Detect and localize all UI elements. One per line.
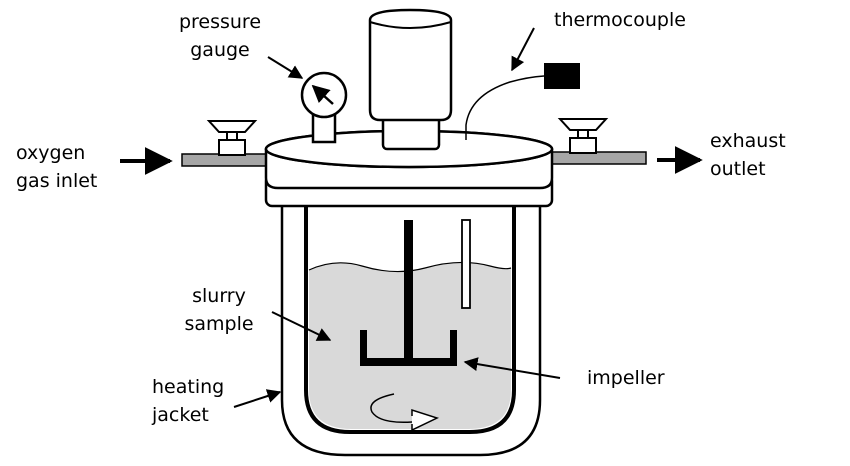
heating-jacket-label-line1: heating [152, 376, 225, 398]
heating-jacket-label: heating jacket [152, 373, 224, 429]
impeller-label: impeller [587, 367, 665, 389]
slurry-surface [308, 261, 512, 273]
impeller-icon [360, 220, 457, 366]
pressure-gauge-label-line2: gauge [190, 39, 250, 61]
right-flange [551, 151, 647, 165]
rotation-arrow-icon [370, 393, 440, 432]
exhaust-outlet-label-line1: exhaust [710, 130, 786, 152]
slurry-sample-label: slurry sample [164, 282, 274, 338]
oxygen-inlet-label-line1: oxygen [16, 142, 86, 164]
right-valve-icon [557, 118, 609, 154]
exhaust-outlet-label-line2: outlet [710, 158, 766, 180]
impeller-pointer [463, 357, 561, 379]
heating-jacket-label-line2: jacket [152, 404, 209, 426]
pressure-gauge-pointer [267, 56, 304, 79]
exhaust-outlet-label: exhaust outlet [710, 127, 786, 183]
oxygen-inlet-label: oxygen gas inlet [16, 139, 97, 195]
thermocouple-pointer [511, 27, 535, 72]
motor-top-curve [369, 21, 452, 29]
thermocouple-label: thermocouple [554, 9, 686, 31]
motor-collar [381, 115, 441, 151]
pressure-gauge-label: pressure gauge [165, 8, 275, 64]
left-valve-icon [206, 120, 258, 156]
slurry-sample-label-line1: slurry [192, 285, 246, 307]
thermocouple-icon [461, 63, 580, 309]
slurry-pointer [271, 311, 332, 341]
slurry-sample-label-line2: sample [184, 313, 254, 335]
oxygen-inlet-label-line2: gas inlet [16, 170, 98, 192]
pressure-gauge-label-line1: pressure [178, 11, 262, 33]
pressure-gauge-icon [300, 71, 348, 144]
jacket-pointer [233, 389, 282, 408]
motor-body [368, 8, 453, 122]
